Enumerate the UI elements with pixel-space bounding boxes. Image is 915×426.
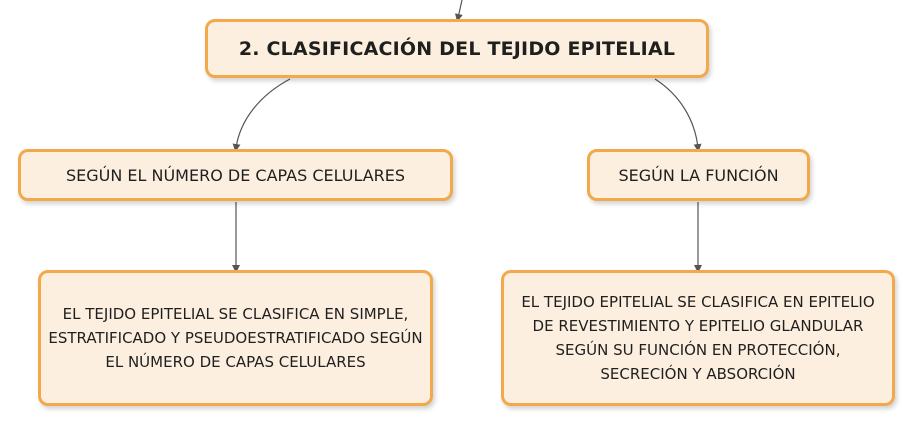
description-text-cell-layers: EL TEJIDO EPITELIAL SE CLASIFICA EN SIMP…: [48, 305, 423, 371]
main-topic-node[interactable]: 2. CLASIFICACIÓN DEL TEJIDO EPITELIAL: [205, 19, 709, 78]
description-node-function[interactable]: EL TEJIDO EPITELIAL SE CLASIFICA EN EPIT…: [501, 270, 895, 406]
description-node-cell-layers[interactable]: EL TEJIDO EPITELIAL SE CLASIFICA EN SIMP…: [38, 270, 433, 406]
branch-node-cell-layers[interactable]: SEGÚN EL NÚMERO DE CAPAS CELULARES: [18, 149, 453, 201]
branch-label-cell-layers: SEGÚN EL NÚMERO DE CAPAS CELULARES: [65, 165, 406, 185]
connector-incoming: [454, 0, 463, 22]
description-text-function: EL TEJIDO EPITELIAL SE CLASIFICA EN EPIT…: [521, 293, 875, 383]
branch-label-function: SEGÚN LA FUNCIÓN: [618, 165, 779, 185]
connector-main-to-layers: [232, 78, 291, 152]
connector-main-to-function: [654, 78, 702, 152]
branch-node-function[interactable]: SEGÚN LA FUNCIÓN: [587, 149, 810, 201]
main-topic-title: 2. CLASIFICACIÓN DEL TEJIDO EPITELIAL: [238, 37, 676, 60]
